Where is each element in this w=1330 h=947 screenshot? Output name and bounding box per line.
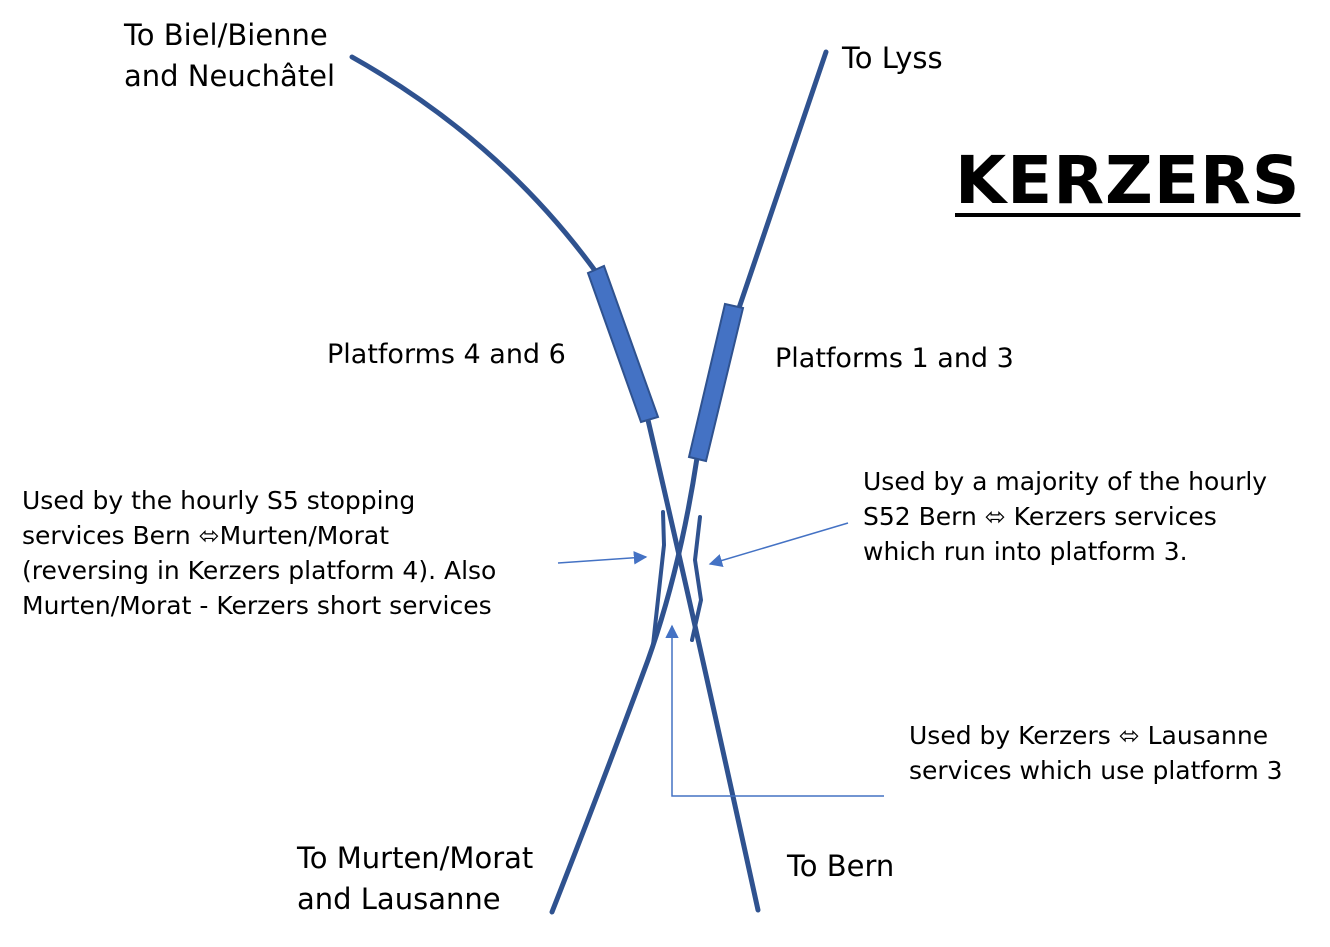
s52-pointer-arrow bbox=[708, 522, 849, 568]
crossover-left bbox=[651, 510, 667, 647]
track-biel-to-bern bbox=[349, 54, 761, 913]
note-lausanne-line1: Used by Kerzers ⬄ Lausanne bbox=[909, 721, 1269, 750]
note-s5-services: Used by the hourly S5 stopping services … bbox=[22, 483, 496, 623]
track-lyss-to-murten bbox=[549, 49, 829, 915]
note-s52-line1: Used by a majority of the hourly bbox=[863, 467, 1268, 496]
crossover-right bbox=[690, 515, 704, 642]
note-s52-line3: which run into platform 3. bbox=[863, 537, 1188, 566]
note-s5-line3: (reversing in Kerzers platform 4). Also bbox=[22, 556, 497, 585]
station-title: KERZERS bbox=[955, 142, 1301, 219]
platform-1-and-3 bbox=[687, 302, 745, 463]
note-s5-line1: Used by the hourly S5 stopping bbox=[22, 486, 416, 515]
destination-murten-lausanne: To Murten/Morat and Lausanne bbox=[297, 838, 533, 919]
destination-murten-line1: To Murten/Morat bbox=[297, 841, 534, 875]
platforms-4-and-6-label: Platforms 4 and 6 bbox=[327, 339, 566, 370]
destination-biel-neuchatel: To Biel/Bienne and Neuchâtel bbox=[124, 15, 335, 96]
destination-biel-line2: and Neuchâtel bbox=[124, 58, 336, 93]
platforms-1-and-3-label: Platforms 1 and 3 bbox=[775, 343, 1014, 374]
destination-biel-line1: To Biel/Bienne bbox=[124, 18, 328, 52]
lausanne-pointer-arrow bbox=[665, 624, 884, 797]
note-s52-services: Used by a majority of the hourly S52 Ber… bbox=[863, 464, 1267, 569]
note-lausanne-services: Used by Kerzers ⬄ Lausanne services whic… bbox=[909, 718, 1283, 788]
note-s5-line2: services Bern ⬄Murten/Morat bbox=[22, 521, 390, 550]
destination-murten-line2: and Lausanne bbox=[297, 881, 501, 916]
s5-pointer-arrow bbox=[557, 551, 648, 565]
note-s52-line2: S52 Bern ⬄ Kerzers services bbox=[863, 502, 1217, 531]
note-s5-line4: Murten/Morat - Kerzers short services bbox=[22, 591, 492, 620]
destination-bern: To Bern bbox=[787, 849, 895, 883]
note-lausanne-line2: services which use platform 3 bbox=[909, 756, 1283, 785]
platform-4-and-6 bbox=[586, 264, 660, 424]
destination-lyss: To Lyss bbox=[842, 41, 943, 75]
